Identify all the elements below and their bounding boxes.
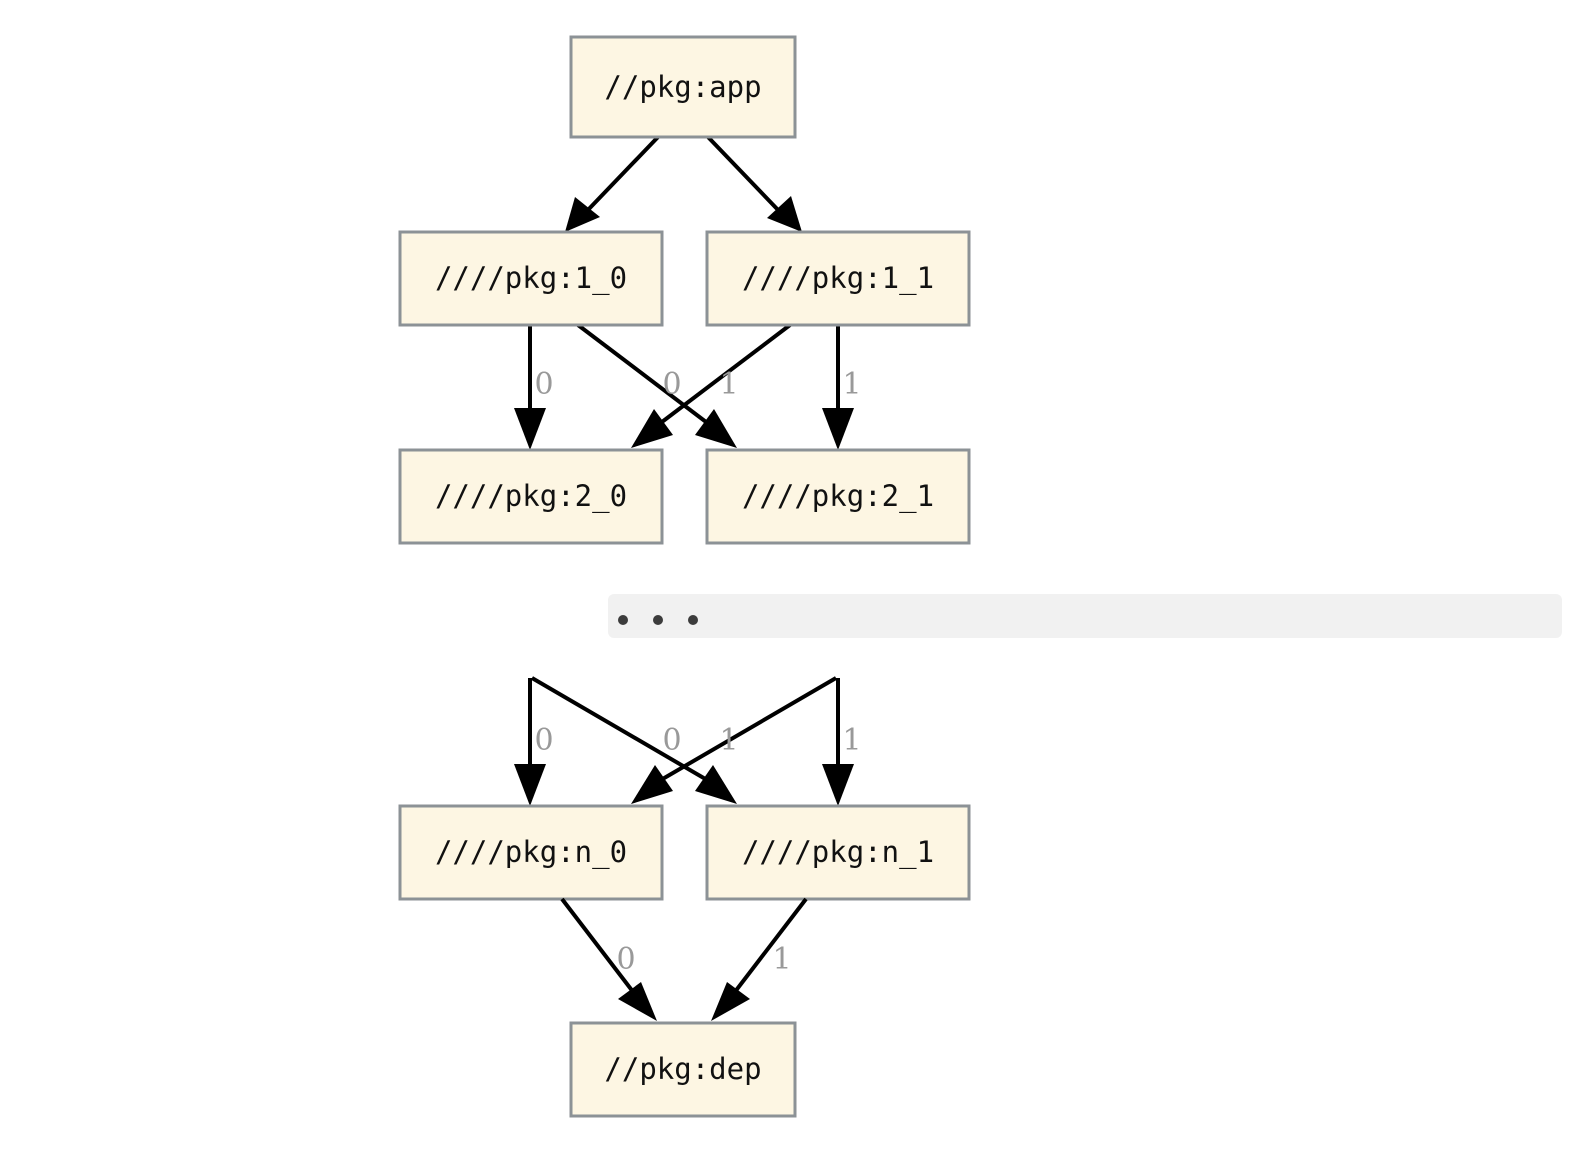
edge-1_0-to-2_0: 0 (514, 325, 554, 450)
edge-label-implied-n_0: 0 (534, 723, 553, 758)
node-pkg-2_0-box (398, 448, 664, 545)
node-pkg-1_1-box (705, 230, 971, 327)
node-app-box (569, 35, 797, 139)
ellipsis-dot-2 (653, 615, 663, 625)
edge-app-to-1_0 (565, 135, 660, 232)
ellipsis-band (608, 594, 1562, 638)
edge-label-1_1-2_0: 1 (719, 367, 738, 402)
edge-label-1_0-2_1: 0 (662, 367, 681, 402)
node-pkg-1_0-label: ////pkg:1_0 (435, 261, 627, 296)
node-app-label: //pkg:app (604, 70, 761, 104)
ellipsis-band-rect (608, 594, 1562, 638)
node-pkg-2_0[interactable]: ////pkg:2_0 (398, 448, 664, 545)
ellipsis-dot-3 (688, 615, 698, 625)
node-pkg-2_0-label: ////pkg:2_0 (435, 479, 627, 514)
edge-app-to-1_1 (706, 135, 802, 232)
node-pkg-2_1-box (705, 448, 971, 545)
node-dep-label: //pkg:dep (604, 1052, 761, 1086)
edge-n_0-to-dep: 0 (560, 897, 657, 1021)
node-pkg-n_1-label: ////pkg:n_1 (742, 835, 934, 870)
node-pkg-n_1[interactable]: ////pkg:n_1 (705, 804, 971, 901)
node-pkg-n_0-box (398, 804, 664, 901)
node-dep[interactable]: //pkg:dep (569, 1021, 797, 1118)
node-dep-box (569, 1021, 797, 1118)
node-pkg-2_1-label: ////pkg:2_1 (742, 479, 934, 514)
edge-label-implied-n_1: 0 (662, 723, 681, 758)
ellipsis-dot-1 (618, 615, 628, 625)
edge-implied-cross-to-n_0: 1 (631, 676, 838, 804)
edge-n_1-to-dep: 1 (711, 897, 808, 1021)
node-pkg-n_1-box (705, 804, 971, 901)
edge-implied-to-n_1: 1 (822, 678, 862, 806)
node-pkg-2_1[interactable]: ////pkg:2_1 (705, 448, 971, 545)
edge-label-implied-cross-n_0: 1 (719, 723, 738, 758)
node-pkg-1_0[interactable]: ////pkg:1_0 (398, 230, 664, 327)
edge-1_0-to-2_1: 0 (576, 323, 737, 448)
node-pkg-1_1-label: ////pkg:1_1 (742, 261, 934, 296)
edge-1_1-to-2_1: 1 (822, 325, 862, 450)
node-app[interactable]: //pkg:app (569, 35, 797, 139)
edge-implied-to-n_0: 0 (514, 678, 554, 806)
edge-label-1_1-2_1: 1 (842, 367, 861, 402)
node-pkg-1_0-box (398, 230, 664, 327)
node-pkg-1_1[interactable]: ////pkg:1_1 (705, 230, 971, 327)
edge-implied-cross-to-n_1: 0 (530, 676, 737, 804)
edge-label-n_1-dep: 1 (772, 942, 791, 977)
edge-label-implied-n_1b: 1 (842, 723, 861, 758)
edge-1_1-to-2_0: 1 (631, 323, 792, 448)
edge-label-n_0-dep: 0 (616, 942, 635, 977)
node-pkg-n_0-label: ////pkg:n_0 (435, 835, 627, 870)
edge-label-1_0-2_0: 0 (534, 367, 553, 402)
node-pkg-n_0[interactable]: ////pkg:n_0 (398, 804, 664, 901)
